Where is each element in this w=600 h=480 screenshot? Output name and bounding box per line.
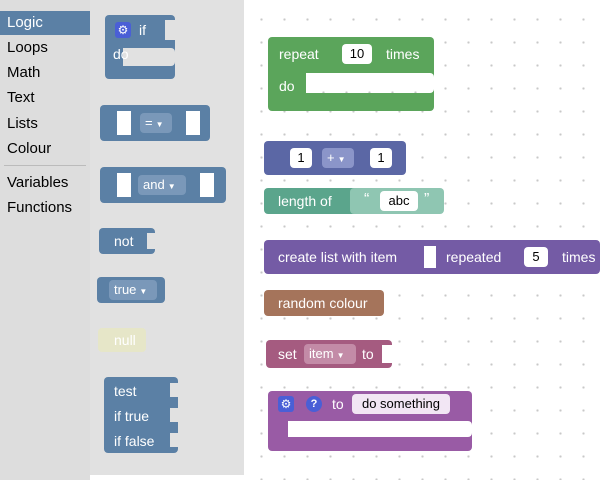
and-dropdown[interactable]: and▼ <box>138 175 186 195</box>
procedure-name-field[interactable]: do something <box>352 394 450 414</box>
workspace[interactable]: repeat 10 times do 1 +▼ 1 length of “ ab… <box>244 0 600 480</box>
quote-open: “ <box>364 191 370 208</box>
gear-icon[interactable]: ⚙ <box>115 22 131 38</box>
category-text[interactable]: Text <box>7 89 35 106</box>
not-block[interactable]: not <box>99 228 155 254</box>
variable-dropdown[interactable]: item▼ <box>304 344 356 364</box>
procedure-to-label: to <box>332 396 344 412</box>
length-of-label: length of <box>278 193 332 209</box>
set-label: set <box>278 346 297 362</box>
category-lists[interactable]: Lists <box>7 115 38 132</box>
category-separator <box>4 165 86 166</box>
operator-dropdown[interactable]: =▼ <box>140 113 172 133</box>
create-list-label: create list with item <box>278 249 398 265</box>
category-colour[interactable]: Colour <box>7 140 52 157</box>
do-label: do <box>279 78 295 94</box>
quote-close: ” <box>424 191 430 208</box>
set-variable-block[interactable]: set item▼ to <box>266 340 392 368</box>
boolean-dropdown[interactable]: true▼ <box>109 280 157 300</box>
test-label: test <box>114 383 137 399</box>
times-label: times <box>386 46 420 62</box>
flyout: ⚙ if do =▼ and▼ not true▼ null test <box>90 0 244 475</box>
category-logic[interactable]: Logic <box>0 11 90 35</box>
ternary-block[interactable]: test if true if false <box>104 377 178 453</box>
procedure-block[interactable]: ⚙ ? to do something <box>268 391 472 451</box>
if-block[interactable]: ⚙ if do <box>105 15 175 79</box>
do-label: do <box>113 46 129 62</box>
repeat-block[interactable]: repeat 10 times do <box>268 37 434 111</box>
to-label: to <box>362 346 374 362</box>
help-icon[interactable]: ? <box>306 396 322 412</box>
operand-a-field[interactable]: 1 <box>290 148 312 168</box>
gear-icon[interactable]: ⚙ <box>278 396 294 412</box>
compare-block[interactable]: =▼ <box>100 105 210 141</box>
operand-b-field[interactable]: 1 <box>370 148 392 168</box>
arithmetic-block[interactable]: 1 +▼ 1 <box>264 141 406 175</box>
create-list-block[interactable]: create list with item repeated 5 times <box>264 240 600 274</box>
random-colour-block[interactable]: random colour <box>264 290 384 316</box>
category-loops[interactable]: Loops <box>7 39 48 56</box>
boolean-block[interactable]: true▼ <box>97 277 165 303</box>
text-field[interactable]: abc <box>380 191 418 211</box>
if-true-label: if true <box>114 408 150 424</box>
random-colour-label: random colour <box>278 295 368 311</box>
logic-operation-block[interactable]: and▼ <box>100 167 226 203</box>
repeated-label: repeated <box>446 249 502 265</box>
length-of-block[interactable]: length of “ abc ” <box>264 188 444 214</box>
null-label: null <box>114 332 136 348</box>
list-times-label: times <box>562 249 596 265</box>
category-math[interactable]: Math <box>7 64 41 81</box>
if-false-label: if false <box>114 433 155 449</box>
list-count-field[interactable]: 5 <box>524 247 548 267</box>
if-label: if <box>139 22 146 38</box>
not-label: not <box>114 233 134 249</box>
arith-operator-dropdown[interactable]: +▼ <box>322 148 354 168</box>
null-block[interactable]: null <box>98 328 146 352</box>
category-variables[interactable]: Variables <box>7 174 69 191</box>
repeat-count-field[interactable]: 10 <box>342 44 372 64</box>
category-functions[interactable]: Functions <box>7 199 73 216</box>
repeat-label: repeat <box>279 46 319 62</box>
toolbox: Logic Loops Math Text Lists Colour Varia… <box>0 0 90 480</box>
